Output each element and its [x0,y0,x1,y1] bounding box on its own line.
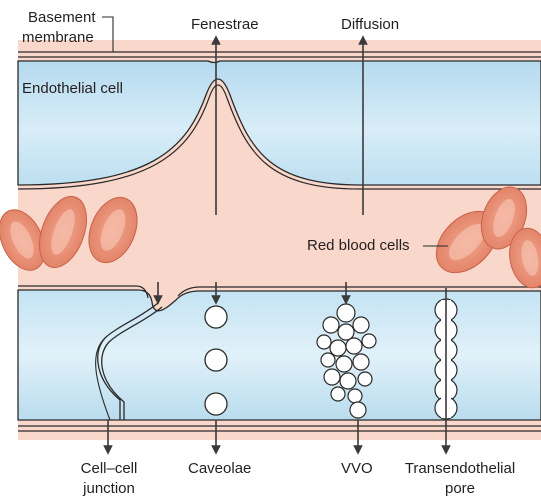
transendothelial-label-line1: Transendothelial [388,460,532,477]
caveolae-label: Caveolae [188,460,251,477]
basement-label-line2: membrane [22,29,94,46]
diffusion-label: Diffusion [341,16,399,33]
cell-junction-label-line1: Cell–cell [72,460,146,477]
basement-label-line1: Basement [28,9,96,26]
vvo-label: VVO [341,460,373,477]
transendothelial-label-line2: pore [388,480,532,497]
caveolae-vesicles [205,306,227,415]
red-blood-cells-label: Red blood cells [307,237,410,254]
endothelial-cell-label: Endothelial cell [22,80,123,97]
cell-junction-label-line2: junction [72,480,146,497]
bottom-endothelial-cell [18,286,541,431]
fenestrae-label: Fenestrae [191,16,259,33]
